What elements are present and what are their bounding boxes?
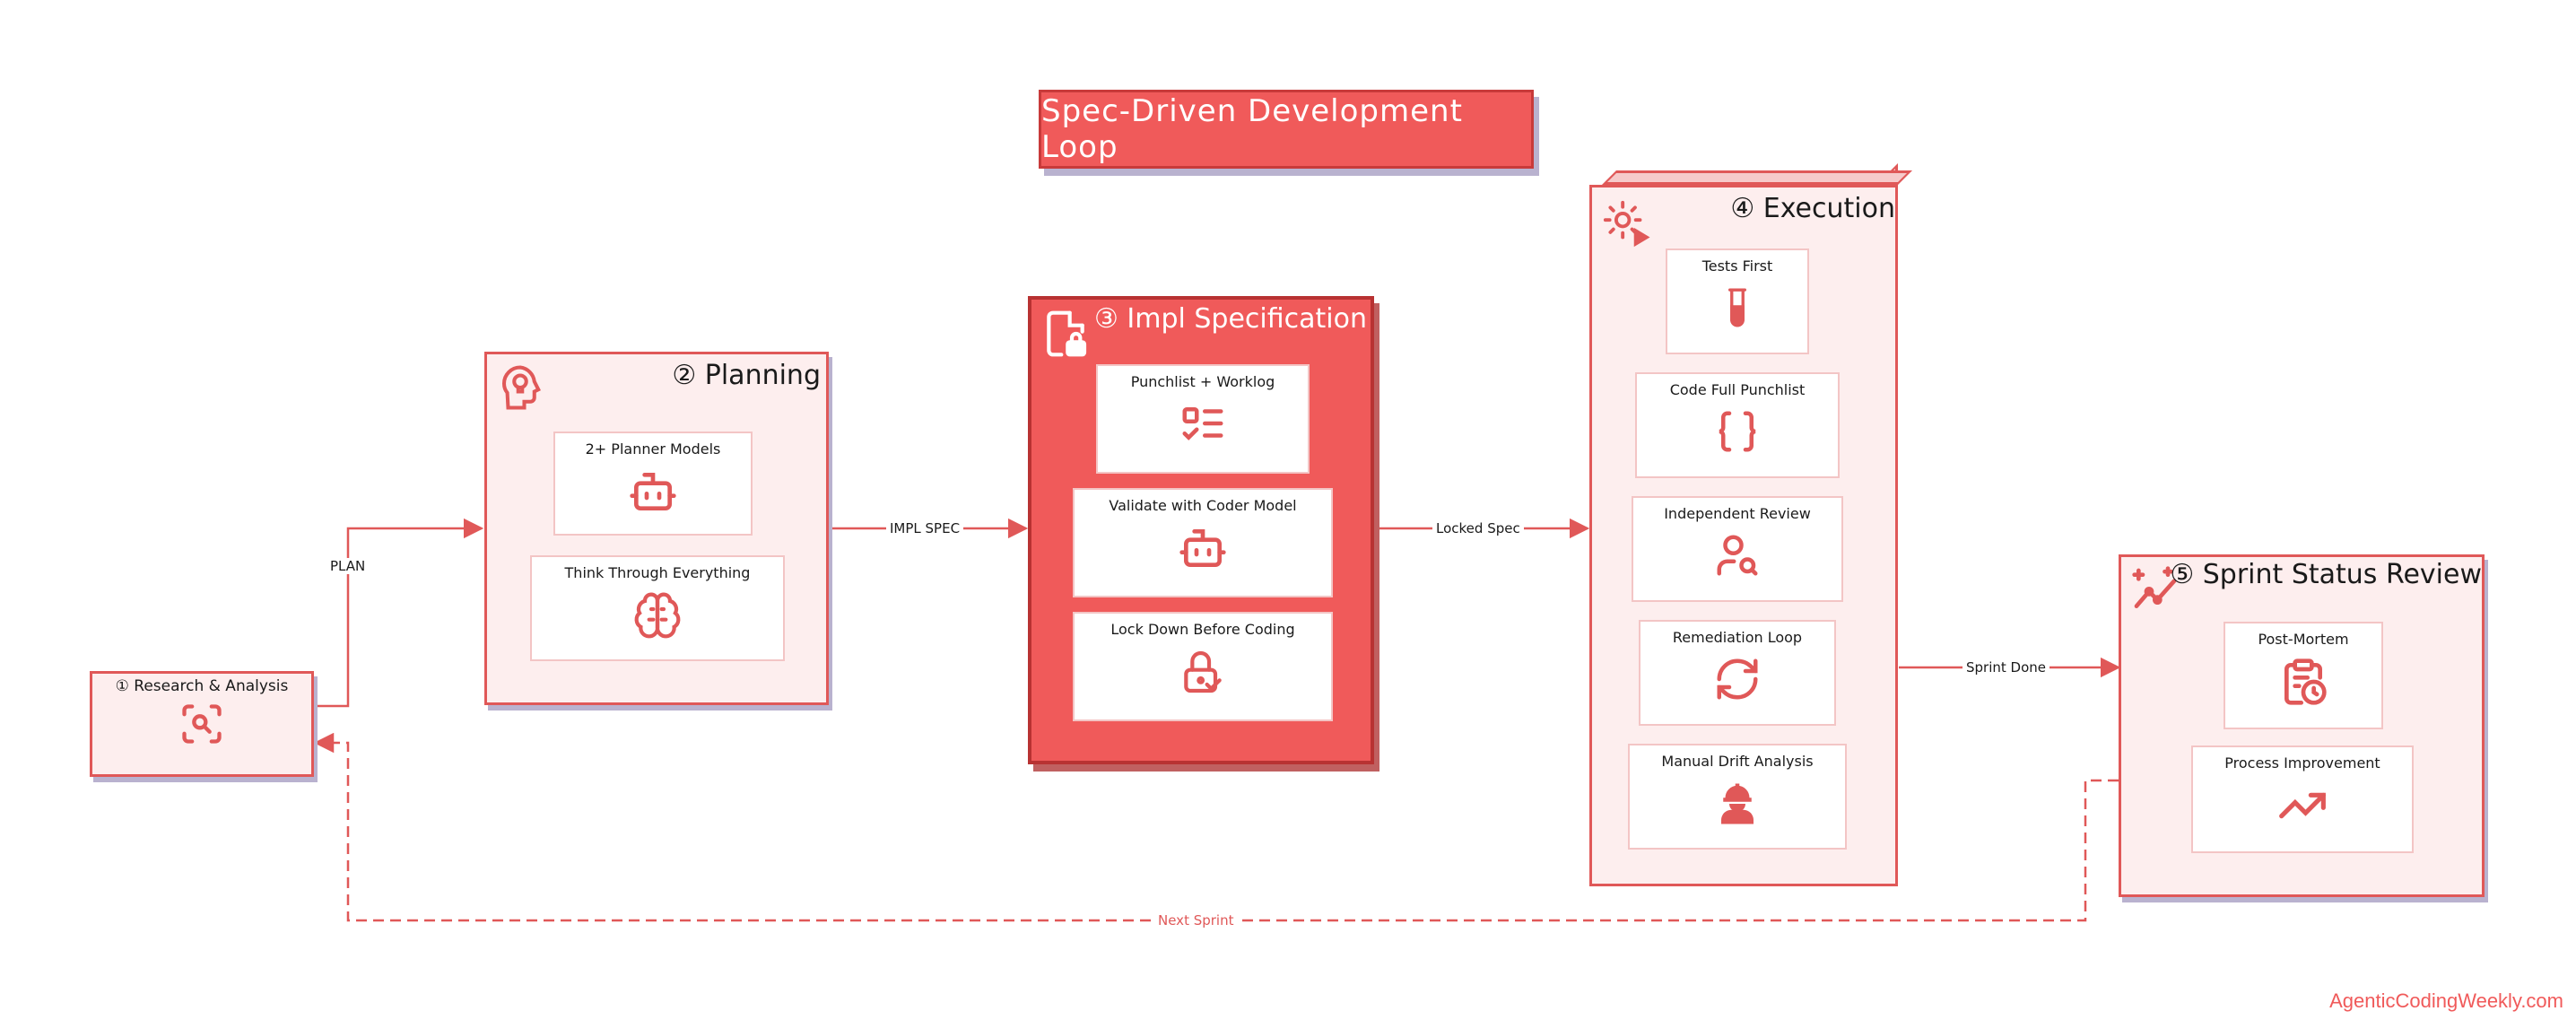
file-lock-icon	[1047, 310, 1087, 357]
card-tests-first[interactable]: Tests First	[1666, 248, 1809, 354]
card-label: Code Full Punchlist	[1669, 381, 1806, 398]
card-label: Post-Mortem	[2258, 631, 2349, 648]
footer-credit[interactable]: AgenticCodingWeekly.com	[2329, 989, 2563, 1012]
group-execution-title: ④ Execution	[1730, 193, 1895, 224]
scan-search-icon	[182, 704, 222, 744]
edge-label-impl-spec: IMPL SPEC	[886, 520, 964, 536]
card-label: 2+ Planner Models	[585, 440, 721, 458]
card-label: Process Improvement	[2224, 754, 2380, 772]
card-label: Validate with Coder Model	[1109, 497, 1297, 514]
trend-up-icon	[2279, 792, 2326, 819]
gear-play-icon	[1603, 200, 1650, 248]
card-label: Punchlist + Worklog	[1130, 373, 1275, 390]
card-validate-coder[interactable]: Validate with Coder Model	[1073, 488, 1333, 597]
card-label: Lock Down Before Coding	[1110, 621, 1295, 638]
card-manual-drift[interactable]: Manual Drift Analysis	[1628, 744, 1847, 850]
card-post-mortem[interactable]: Post-Mortem	[2224, 622, 2383, 729]
group-planning[interactable]: ② Planning 2+ Planner Models Think Throu…	[484, 352, 829, 705]
clipboard-clock-icon	[2284, 658, 2327, 705]
hard-hat-worker-icon	[1721, 783, 1754, 824]
user-search-icon	[1717, 535, 1758, 576]
edge-label-next-sprint: Next Sprint	[1154, 912, 1238, 928]
group-planning-title: ② Planning	[672, 360, 821, 391]
group-impl-spec[interactable]: ③ Impl Specification Punchlist + Worklog…	[1028, 296, 1374, 764]
card-label: Manual Drift Analysis	[1661, 753, 1814, 770]
group-sprint-review[interactable]: ⑤ Sprint Status Review Post-Mortem Proce…	[2119, 554, 2485, 897]
edge-label-sprint-done: Sprint Done	[1962, 659, 2049, 676]
group-execution[interactable]: ④ Execution Tests First Code Full Punchl…	[1589, 185, 1898, 886]
group-impl-spec-title: ③ Impl Specification	[1093, 303, 1367, 335]
card-think-through[interactable]: Think Through Everything	[530, 555, 785, 661]
edge-label-locked-spec: Locked Spec	[1432, 520, 1524, 536]
head-lightbulb-icon	[501, 365, 541, 410]
node-research[interactable]: ① Research & Analysis	[90, 671, 314, 777]
group-sprint-review-title: ⑤ Sprint Status Review	[2170, 559, 2482, 590]
robot-icon	[1179, 529, 1226, 567]
execution-box-top	[1602, 170, 1912, 185]
checklist-icon	[1182, 407, 1223, 440]
robot-icon	[630, 473, 676, 510]
edge-label-plan: PLAN	[326, 558, 370, 574]
card-remediation-loop[interactable]: Remediation Loop	[1639, 620, 1836, 726]
sparkle-chart-icon	[2132, 566, 2177, 608]
card-independent-review[interactable]: Independent Review	[1632, 496, 1843, 602]
card-label: Remediation Loop	[1672, 629, 1803, 646]
diagram-title: Spec-Driven Development Loop	[1039, 90, 1534, 169]
card-label: Independent Review	[1664, 505, 1811, 522]
card-process-improvement[interactable]: Process Improvement	[2191, 745, 2414, 853]
edge-plan	[314, 518, 484, 708]
card-label: Think Through Everything	[564, 564, 751, 581]
card-planner-models[interactable]: 2+ Planner Models	[553, 432, 753, 536]
card-code-punchlist[interactable]: Code Full Punchlist	[1635, 372, 1840, 478]
card-punchlist[interactable]: Punchlist + Worklog	[1096, 364, 1310, 474]
lock-check-icon	[1184, 650, 1222, 693]
card-label: Tests First	[1701, 257, 1773, 275]
brain-icon	[634, 592, 681, 639]
refresh-icon	[1717, 658, 1758, 700]
node-research-label: ① Research & Analysis	[115, 677, 289, 695]
test-tube-icon	[1728, 288, 1746, 327]
braces-icon	[1719, 411, 1756, 452]
card-lock-down[interactable]: Lock Down Before Coding	[1073, 612, 1333, 721]
